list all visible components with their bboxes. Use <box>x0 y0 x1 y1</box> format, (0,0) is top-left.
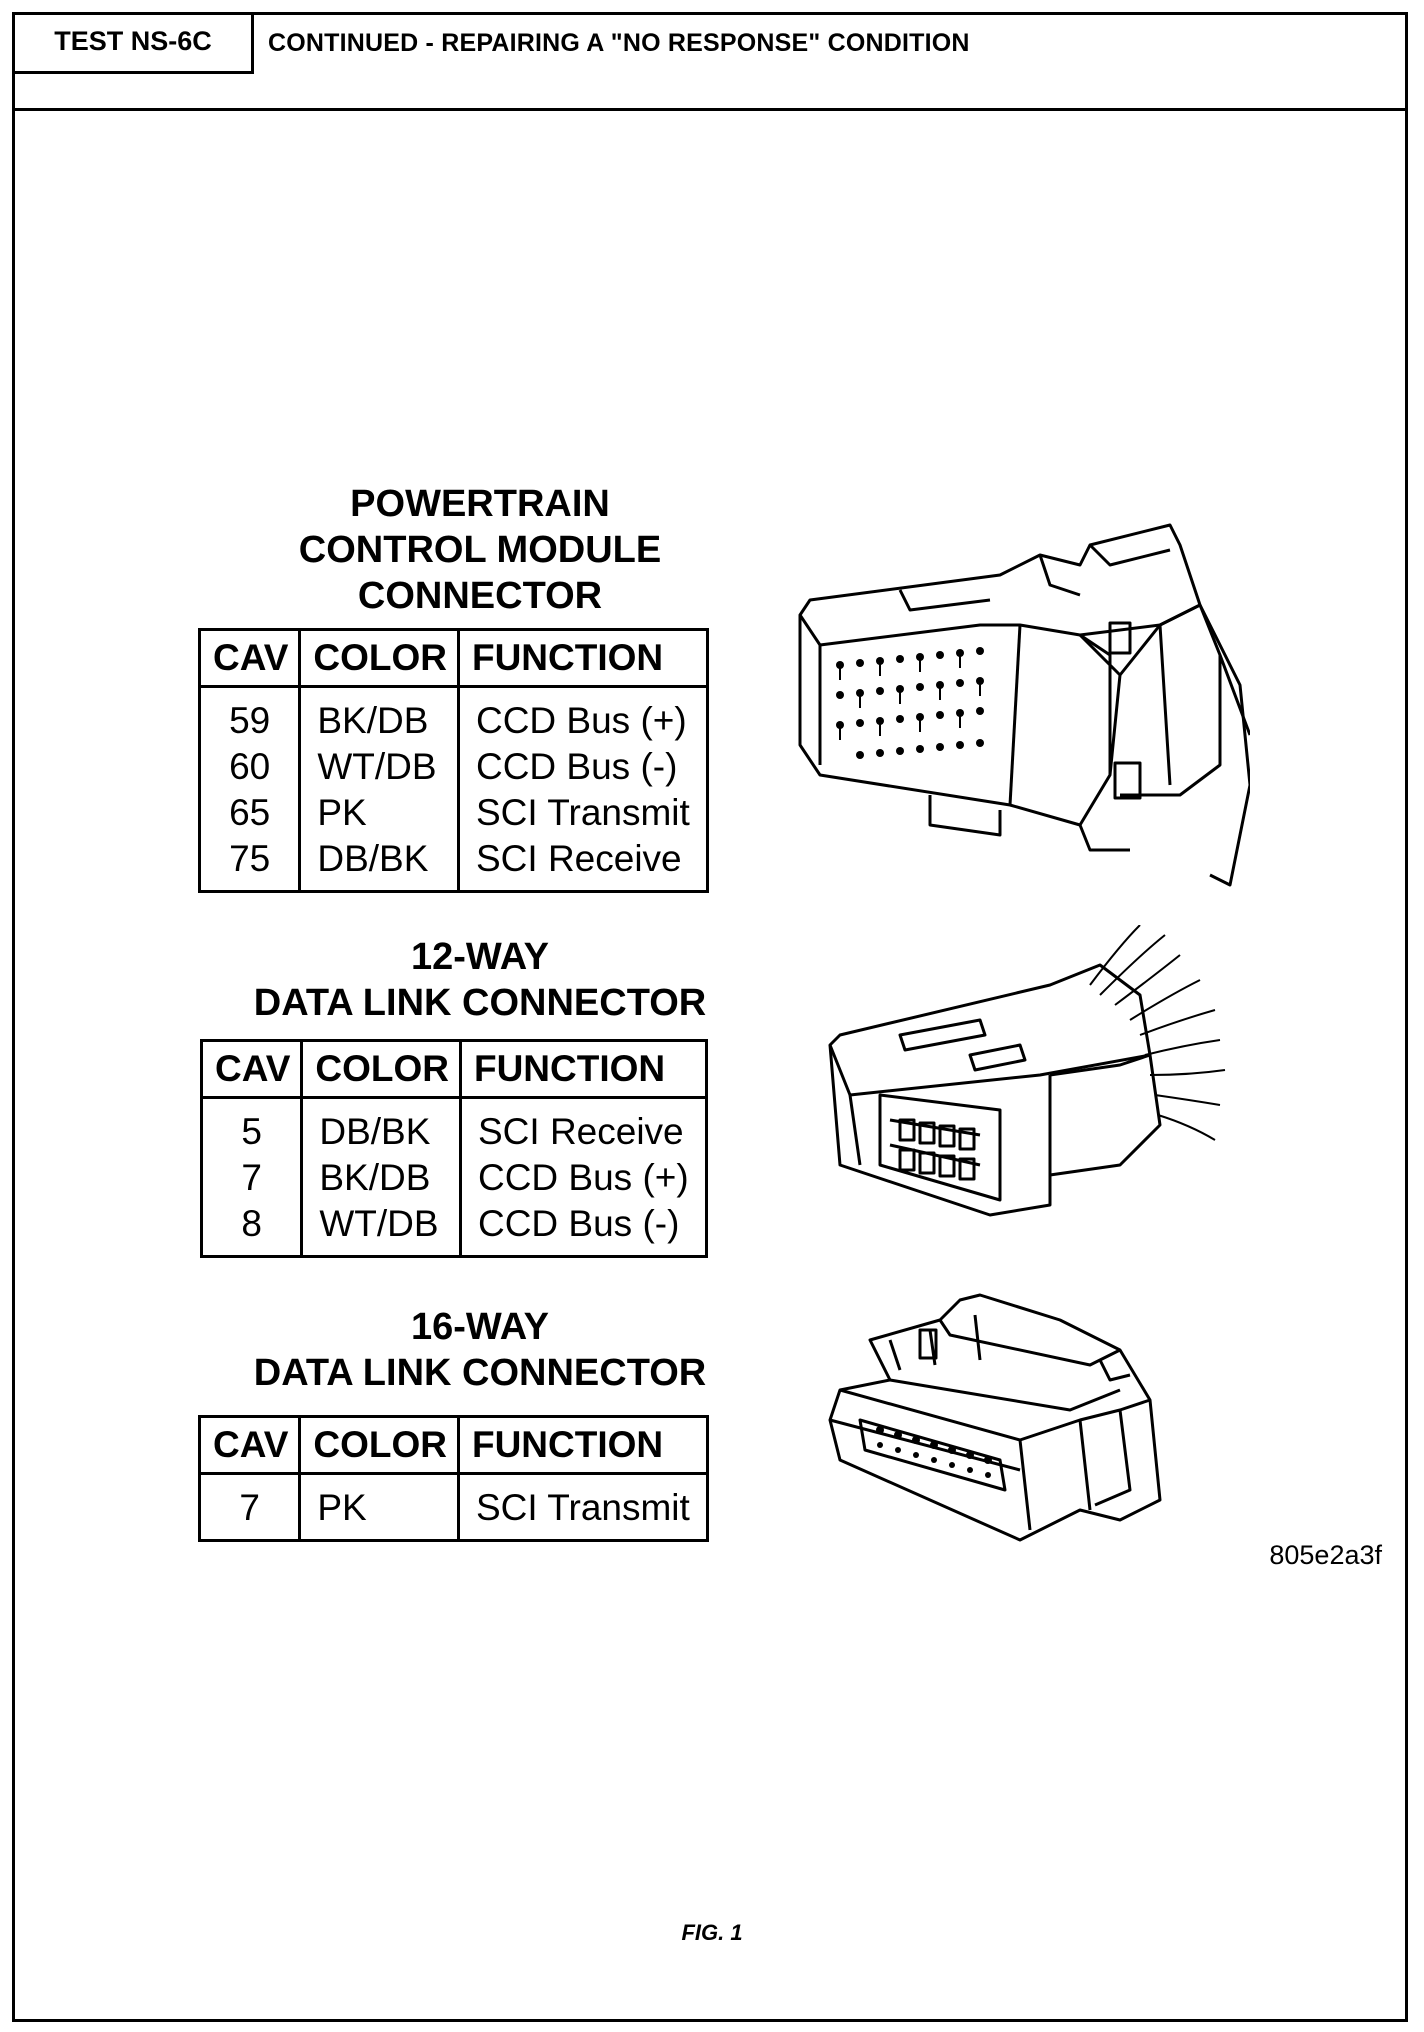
dlc16-connector-illustration <box>828 1293 1162 1542</box>
test-id-box: TEST NS-6C <box>15 15 254 74</box>
col-cav: CAV <box>199 1040 304 1099</box>
dlc12-connector-illustration <box>828 925 1226 1217</box>
col-cav: CAV <box>197 629 302 688</box>
table-row: 7 BK/DB CCD Bus (+) <box>199 1155 708 1201</box>
col-color: COLOR <box>298 1416 460 1475</box>
col-function: FUNCTION <box>458 1040 708 1099</box>
table-row: 75 DB/BK SCI Receive <box>197 836 709 892</box>
table-row: 60 WT/DB CCD Bus (-) <box>197 744 709 790</box>
table-row: 7 PK SCI Transmit <box>197 1473 709 1541</box>
pcm-connector-title: POWERTRAIN CONTROL MODULE CONNECTOR <box>298 483 662 617</box>
col-color: COLOR <box>298 629 460 688</box>
pcm-pin-table: CAV COLOR FUNCTION 59 BK/DB CCD Bus (+) … <box>197 628 709 893</box>
dlc16-pin-table: CAV COLOR FUNCTION 7 PK SCI Transmit <box>197 1415 709 1542</box>
col-cav: CAV <box>197 1416 302 1475</box>
table-row: 8 WT/DB CCD Bus (-) <box>199 1201 708 1257</box>
pcm-connector-illustration <box>798 523 1250 887</box>
table-row: 5 DB/BK SCI Receive <box>199 1097 708 1155</box>
dlc12-pin-table: CAV COLOR FUNCTION 5 DB/BK SCI Receive 7… <box>199 1039 708 1258</box>
col-function: FUNCTION <box>456 629 709 688</box>
figure-code: 805e2a3f <box>1269 1540 1382 1570</box>
col-function: FUNCTION <box>456 1416 709 1475</box>
page-frame: TEST NS-6C CONTINUED - REPAIRING A "NO R… <box>12 12 1408 2022</box>
dlc12-connector-title: 12-WAY DATA LINK CONNECTOR <box>253 936 707 1024</box>
table-row: 59 BK/DB CCD Bus (+) <box>197 686 709 744</box>
page-header: TEST NS-6C CONTINUED - REPAIRING A "NO R… <box>15 15 1405 111</box>
header-title: CONTINUED - REPAIRING A "NO RESPONSE" CO… <box>268 29 970 57</box>
col-color: COLOR <box>300 1040 462 1099</box>
dlc16-connector-title: 16-WAY DATA LINK CONNECTOR <box>253 1306 707 1394</box>
table-row: 65 PK SCI Transmit <box>197 790 709 836</box>
figure-label: FIG. 1 <box>681 1920 743 1945</box>
